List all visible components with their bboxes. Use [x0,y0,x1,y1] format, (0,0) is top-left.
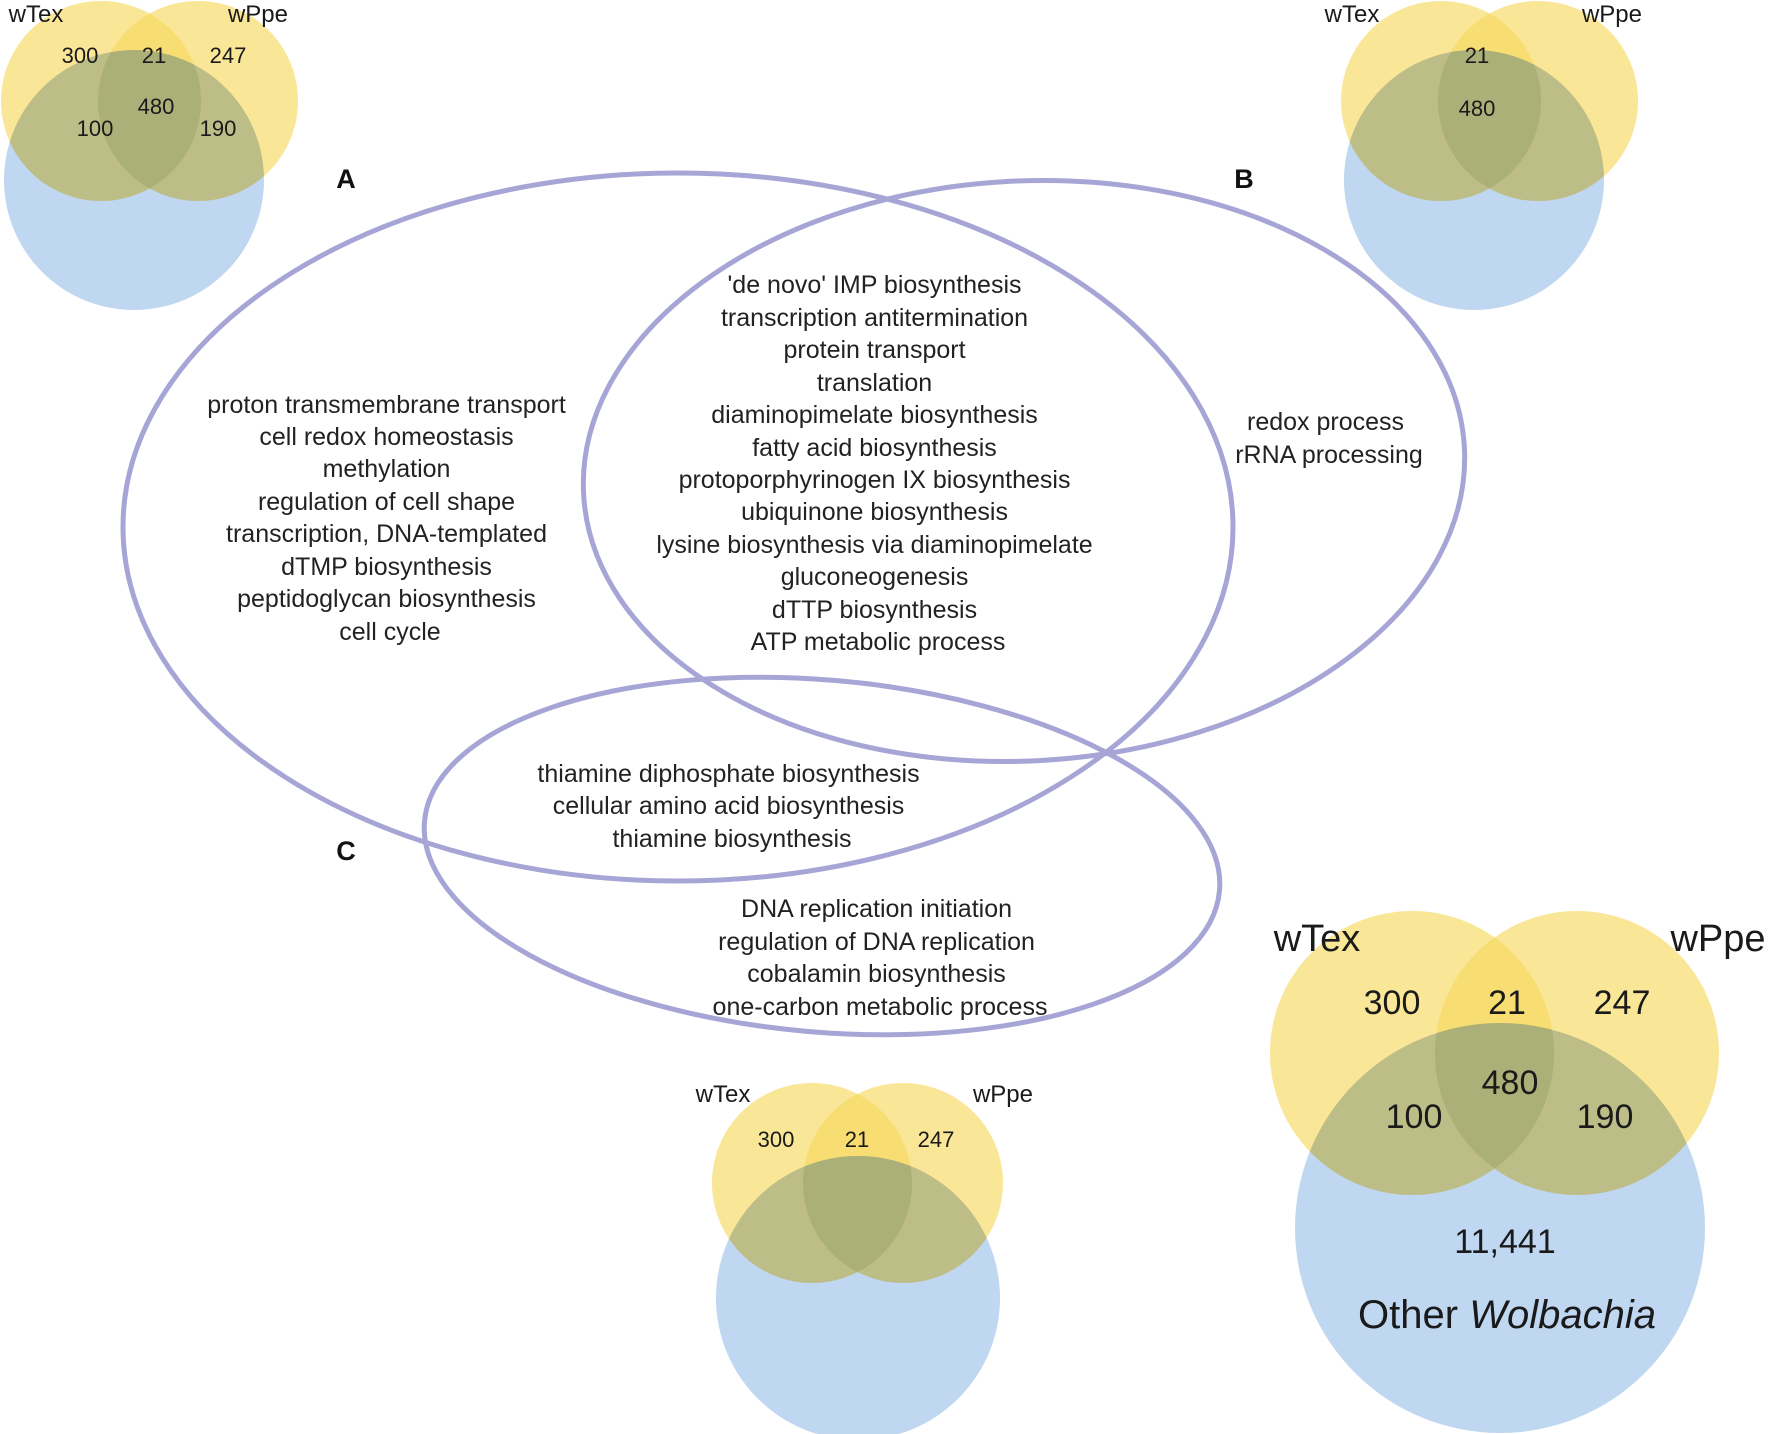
panel-label-a: A [336,164,356,194]
panel-label-b: B [1234,164,1254,194]
term-a-only: peptidoglycan biosynthesis [237,585,536,613]
term-a-only: cell cycle [339,618,440,646]
terms-b-only-list: redox process rRNA processing [1235,408,1423,469]
term-ab: gluconeogenesis [781,563,969,591]
venn-large-other-label-genus: Wolbachia [1469,1293,1656,1337]
venn-a-wtex-other: 100 [77,116,114,141]
term-ab: protein transport [784,336,966,364]
terms-ab-list: 'de novo' IMP biosynthesis transcription… [656,271,1099,656]
term-c-only: one-carbon metabolic process [713,993,1048,1021]
term-ac: thiamine biosynthesis [612,825,851,853]
venn-c-wppe-only: 247 [918,1127,955,1152]
term-ab: ATP metabolic process [751,628,1006,656]
term-ab: protoporphyrinogen IX biosynthesis [679,466,1071,494]
term-a-only: cell redox homeostasis [259,423,513,451]
venn-c-wtex-wppe: 21 [845,1127,869,1152]
term-c-only: DNA replication initiation [741,895,1012,923]
venn-a-wppe-other: 190 [200,116,237,141]
term-c-only: cobalamin biosynthesis [747,960,1005,988]
venn-b-label-wppe: wPpe [1581,1,1642,28]
venn-c-label-wppe: wPpe [972,1081,1033,1108]
venn-large-wppe-other: 190 [1577,1098,1634,1136]
term-a-only: proton transmembrane transport [207,391,566,419]
term-c-only: regulation of DNA replication [718,928,1035,956]
terms-a-only-list: proton transmembrane transport cell redo… [207,391,572,646]
term-a-only: methylation [323,455,451,483]
venn-b-label-wtex: wTex [1324,1,1380,28]
venn-large-other-label-prefix: Other [1358,1293,1469,1337]
venn-large-wtex-wppe: 21 [1488,984,1526,1022]
venn-a-wtex-only: 300 [62,43,99,68]
term-a-only: transcription, DNA-templated [226,520,547,548]
venn-c-wtex-only: 300 [758,1127,795,1152]
panel-label-c: C [336,836,356,866]
venn-a-wppe-circle [98,1,298,201]
venn-a-label-wtex: wTex [8,1,64,28]
term-ab: translation [817,369,932,397]
term-ab: dTTP biosynthesis [772,596,977,624]
ellipse-a [120,170,1236,884]
venn-c-wppe-circle [803,1083,1003,1283]
ellipse-b [580,177,1468,765]
venn-b-all-three: 480 [1459,96,1496,121]
venn-large-label-wtex: wTex [1273,918,1361,960]
term-b-only: redox process [1247,408,1404,436]
venn-a-wtex-wppe: 21 [142,43,166,68]
ellipse-c [421,674,1223,1038]
term-ab: lysine biosynthesis via diaminopimelate [656,531,1092,559]
term-ac: thiamine diphosphate biosynthesis [537,760,919,788]
term-ab: 'de novo' IMP biosynthesis [728,271,1022,299]
venn-large-other-label: Other Wolbachia [1358,1293,1656,1337]
venn-small-c: wTex wPpe 300 21 247 [695,1081,1033,1434]
venn-large-wtex-only: 300 [1364,984,1421,1022]
venn-b-wtex-wppe: 21 [1465,43,1489,68]
venn-large-wppe-circle [1435,911,1719,1195]
term-ab: transcription antitermination [721,304,1028,332]
term-ac: cellular amino acid biosynthesis [553,792,905,820]
term-b-only: rRNA processing [1235,441,1423,469]
term-ab: fatty acid biosynthesis [752,434,997,462]
venn-large-all-three: 480 [1482,1064,1539,1102]
venn-large-label-wppe: wPpe [1669,918,1765,960]
term-a-only: regulation of cell shape [258,488,515,516]
term-a-only: dTMP biosynthesis [281,553,492,581]
term-ab: diaminopimelate biosynthesis [711,401,1038,429]
venn-a-all-three: 480 [138,94,175,119]
venn-large-wppe-only: 247 [1594,984,1651,1022]
venn-c-label-wtex: wTex [695,1081,751,1108]
venn-b-wppe-circle [1438,1,1638,201]
terms-ac-list: thiamine diphosphate biosynthesis cellul… [537,760,926,853]
venn-small-b: wTex wPpe 21 480 [1324,1,1642,310]
venn-large-wtex-other: 100 [1386,1098,1443,1136]
terms-c-only-list: DNA replication initiation regulation of… [713,895,1048,1021]
venn-large-other-only: 11,441 [1454,1223,1555,1261]
venn-large: wTex wPpe 300 21 247 100 480 190 11,441 … [1270,911,1766,1433]
venn-a-wppe-only: 247 [210,43,247,68]
term-ab: ubiquinone biosynthesis [741,498,1008,526]
venn-a-label-wppe: wPpe [227,1,288,28]
venn-small-a: wTex wPpe 300 21 247 100 480 190 [1,1,298,310]
